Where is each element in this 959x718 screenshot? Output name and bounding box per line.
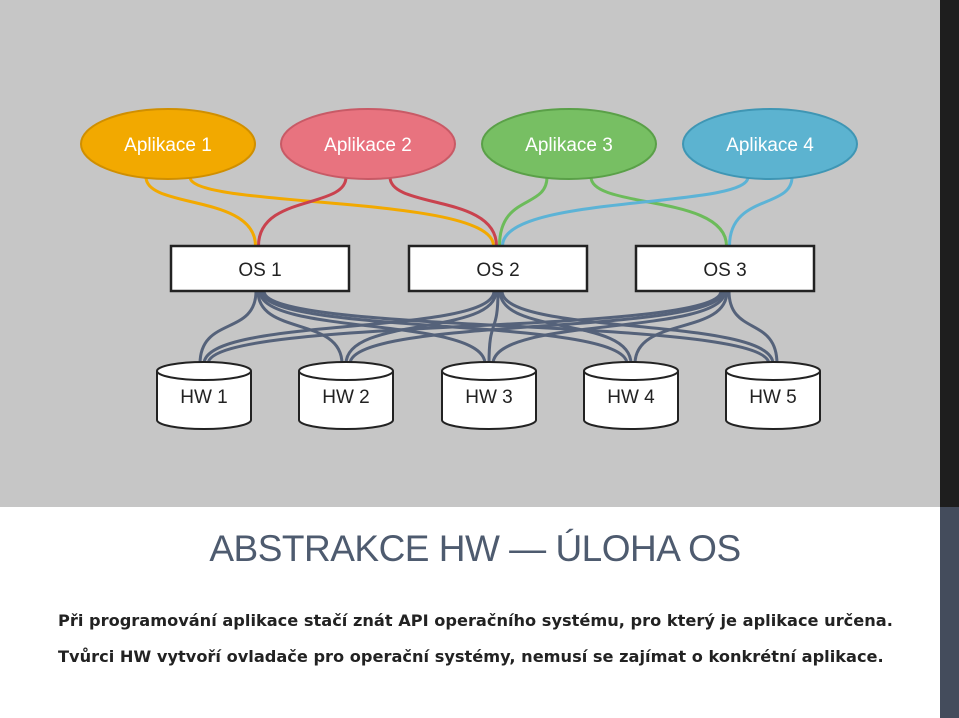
os-label: OS 2 xyxy=(476,260,519,281)
app-label: Aplikace 2 xyxy=(324,135,412,156)
os-hw-connector xyxy=(344,290,498,365)
os-node-1: OS 1 xyxy=(169,244,351,293)
app-node-2: Aplikace 2 xyxy=(280,108,456,180)
paragraph-drivers: Tvůrci HW vytvoří ovladače pro operační … xyxy=(58,647,884,666)
hw-node-2: HW 2 xyxy=(298,361,394,430)
os-hw-connectors xyxy=(198,290,779,365)
app-os-connector xyxy=(257,176,348,247)
app-node-4: Aplikace 4 xyxy=(682,108,858,180)
app-label: Aplikace 3 xyxy=(525,135,613,156)
hw-label: HW 3 xyxy=(465,387,513,408)
app-node-1: Aplikace 1 xyxy=(80,108,256,180)
hw-cylinder-top xyxy=(583,361,679,381)
os-nodes: OS 1 OS 2 OS 3 xyxy=(169,244,816,293)
os-hw-connector xyxy=(491,290,727,365)
hw-cylinder-body xyxy=(441,371,537,430)
hw-label: HW 5 xyxy=(749,387,797,408)
hw-node-3: HW 3 xyxy=(441,361,537,430)
os-box xyxy=(169,244,351,293)
os-hw-connector xyxy=(206,290,723,365)
app-label: Aplikace 1 xyxy=(124,135,212,156)
hw-cylinder-body xyxy=(298,371,394,430)
os-hw-connector xyxy=(258,290,487,365)
hw-cylinder-body xyxy=(583,371,679,430)
app-os-connector xyxy=(728,176,794,247)
app-label: Aplikace 4 xyxy=(726,135,814,156)
slide-title: ABSTRAKCE HW — ÚLOHA OS xyxy=(209,528,741,569)
os-hw-connector xyxy=(198,290,258,365)
hw-label: HW 4 xyxy=(607,387,655,408)
hw-label: HW 1 xyxy=(180,387,228,408)
slide-body: Při programování aplikace stačí znát API… xyxy=(58,603,928,675)
app-os-connectors xyxy=(144,176,794,247)
hw-cylinder-body xyxy=(725,371,821,430)
os-hw-connector xyxy=(202,290,496,365)
abstraction-diagram: Aplikace 1 Aplikace 2 Aplikace 3 Aplikace 4… xyxy=(80,108,858,430)
app-os-connector xyxy=(589,176,728,247)
app-os-connector xyxy=(188,176,495,247)
hw-label: HW 2 xyxy=(322,387,370,408)
os-hw-connector xyxy=(500,290,775,365)
hw-node-4: HW 4 xyxy=(583,361,679,430)
app-ellipse xyxy=(682,108,858,180)
app-os-connector xyxy=(144,176,257,247)
hw-cylinder-top xyxy=(156,361,252,381)
hw-cylinder-body xyxy=(156,371,252,430)
os-box xyxy=(634,244,816,293)
app-ellipse xyxy=(481,108,657,180)
app-os-connector xyxy=(501,176,750,247)
os-box xyxy=(407,244,589,293)
right-edge-bar-accent xyxy=(940,507,959,718)
app-os-connector xyxy=(498,176,549,247)
os-hw-connector xyxy=(727,290,779,365)
right-edge-bar xyxy=(940,0,959,507)
os-hw-connector xyxy=(348,290,725,365)
os-hw-connector xyxy=(498,290,633,365)
os-hw-connector xyxy=(256,290,344,365)
os-hw-connector xyxy=(487,290,500,365)
paragraph-api: Při programování aplikace stačí znát API… xyxy=(58,611,893,630)
os-node-2: OS 2 xyxy=(407,244,589,293)
hw-node-5: HW 5 xyxy=(725,361,821,430)
app-node-3: Aplikace 3 xyxy=(481,108,657,180)
os-label: OS 3 xyxy=(703,260,746,281)
app-ellipse xyxy=(80,108,256,180)
os-label: OS 1 xyxy=(238,260,281,281)
app-ellipse xyxy=(280,108,456,180)
os-node-3: OS 3 xyxy=(634,244,816,293)
hw-nodes: HW 1 HW 2 HW 3 HW 4 HW 5 xyxy=(156,361,821,430)
hw-cylinder-top xyxy=(298,361,394,381)
hw-cylinder-top xyxy=(441,361,537,381)
app-os-connector xyxy=(388,176,498,247)
hw-node-1: HW 1 xyxy=(156,361,252,430)
hw-cylinder-top xyxy=(725,361,821,381)
os-hw-connector xyxy=(633,290,729,365)
application-nodes: Aplikace 1 Aplikace 2 Aplikace 3 Aplikace 4 xyxy=(80,108,858,180)
